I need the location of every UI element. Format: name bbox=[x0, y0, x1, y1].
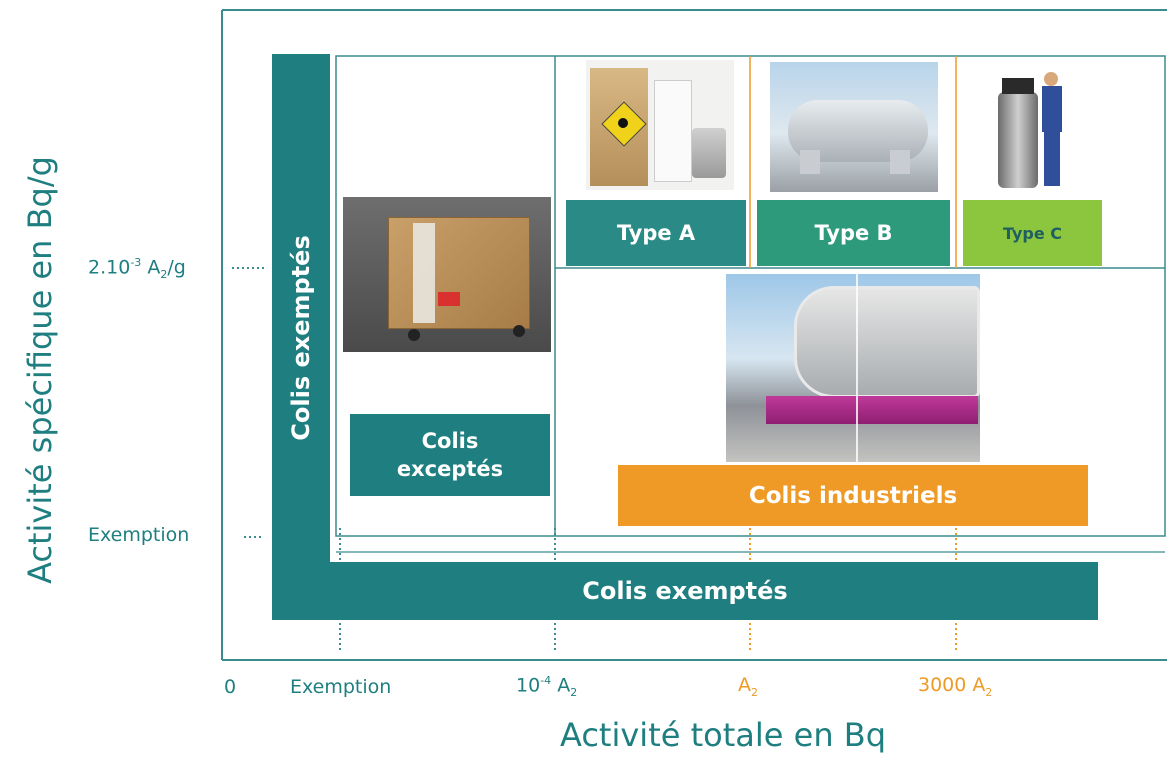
colis-exemptes-horizontal-box: Colis exemptés bbox=[272, 562, 1098, 620]
type-b-box: Type B bbox=[757, 200, 950, 266]
colis-industriels-box: Colis industriels bbox=[618, 465, 1088, 526]
excepted-package-photo bbox=[343, 197, 551, 352]
industrial-package-photo bbox=[726, 274, 980, 462]
type-c-photo bbox=[988, 62, 1080, 192]
type-a-photo bbox=[586, 60, 734, 190]
y-tick-top: 2.10-3 A2/g bbox=[88, 256, 186, 282]
colis-exemptes-vertical-label: Colis exemptés bbox=[287, 235, 315, 441]
x-tick-a2: A2 bbox=[738, 674, 758, 699]
colis-exemptes-vertical-box bbox=[272, 54, 330, 620]
x-tick-exemption: Exemption bbox=[290, 676, 392, 698]
type-a-box: Type A bbox=[566, 200, 746, 266]
type-b-photo bbox=[770, 62, 938, 192]
x-axis-title: Activité totale en Bq bbox=[560, 716, 887, 754]
x-tick-1e-4: 10-4 A2 bbox=[516, 674, 578, 700]
x-tick-3000: 3000 A2 bbox=[918, 674, 993, 699]
colis-exceptes-box: Colis exceptés bbox=[350, 414, 550, 496]
y-tick-exemption: Exemption bbox=[88, 524, 190, 546]
x-tick-zero: 0 bbox=[224, 676, 237, 698]
type-c-box: Type C bbox=[963, 200, 1102, 266]
